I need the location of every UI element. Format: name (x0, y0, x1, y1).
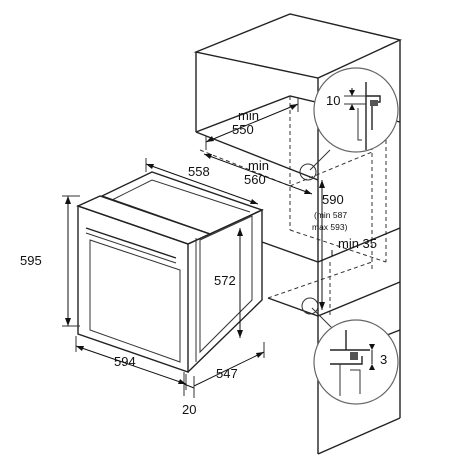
detail-bottom-marker (301, 297, 319, 315)
arrowheads (65, 104, 325, 384)
detail-top-leader (309, 149, 331, 171)
detail-top-screw (370, 100, 378, 106)
arrow-558-right (250, 199, 258, 204)
label-550-min: min (238, 108, 259, 123)
cabinet-bottom-edge (317, 417, 401, 455)
arrow-590-top (319, 180, 325, 188)
arrow-558-left (146, 164, 154, 169)
cabinet (193, 13, 403, 455)
arrow-547-right (256, 352, 264, 358)
cabinet-lower-shelf (267, 281, 401, 317)
detail-bottom-arrow-bottom (369, 364, 375, 370)
detail-bottom-panel-2 (350, 369, 361, 394)
dim-558-line (145, 163, 259, 205)
cabinet-niche-base-dashed-2 (267, 261, 373, 299)
label-594: 594 (114, 354, 136, 369)
dim-594-line (75, 345, 187, 385)
label-550-value: 550 (232, 122, 254, 137)
arrow-550-left (206, 136, 214, 142)
detail-bottom (301, 297, 399, 405)
arrow-590-bottom (319, 302, 325, 310)
dim-20-line (183, 383, 195, 389)
label-20: 20 (182, 402, 196, 417)
oven-side-trim (199, 215, 253, 354)
label-590-range-2: max 593) (312, 222, 348, 232)
oven-side (187, 208, 263, 373)
detail-top-circle (313, 67, 399, 153)
dimension-labels: min 550 min 560 558 590 (min 587 max 593… (20, 93, 387, 417)
oven (76, 171, 264, 373)
detail-bottom-circle (313, 319, 399, 405)
oven-door-window (89, 239, 181, 363)
label-547: 547 (216, 366, 238, 381)
cabinet-top-face (193, 13, 403, 79)
detail-top-marker (299, 163, 317, 181)
arrow-595-top (65, 196, 71, 204)
arrow-572-bottom (237, 330, 243, 338)
arrow-595-bottom (65, 318, 71, 326)
label-595: 595 (20, 253, 42, 268)
label-min-35: min 35 (338, 236, 377, 251)
label-560-min: min (248, 158, 269, 173)
label-558: 558 (188, 164, 210, 179)
label-590-range-1: (min 587 (314, 210, 347, 220)
cabinet-niche-floor-dashed-2 (289, 151, 373, 187)
label-560-value: 560 (244, 172, 266, 187)
arrow-560-left (204, 154, 212, 159)
arrow-594-right (178, 379, 186, 384)
dim-560-line (203, 153, 313, 195)
dim-547-line (193, 351, 265, 387)
label-590: 590 (322, 192, 344, 207)
detail-bottom-screw (350, 352, 358, 360)
dimension-lines (62, 98, 333, 398)
dim-550-line (205, 103, 299, 143)
detail-bottom-oven-edge (330, 356, 363, 365)
arrow-550-right (290, 104, 298, 110)
label-detail-3: 3 (380, 352, 387, 367)
oven-top-inner (111, 179, 251, 213)
detail-top-arrow-down (349, 90, 355, 96)
oven-handle (85, 227, 177, 259)
detail-top-arrow-up (349, 104, 355, 110)
arrow-572-top (237, 228, 243, 236)
label-572: 572 (214, 273, 236, 288)
arrow-560-right (304, 189, 312, 194)
arrow-594-left (76, 346, 84, 351)
detail-top (299, 67, 399, 181)
detail-top-panel (357, 108, 362, 141)
label-detail-10: 10 (326, 93, 340, 108)
oven-handle-lower (85, 232, 177, 264)
detail-top-trim (366, 95, 381, 130)
cabinet-upper-shelf-front (195, 131, 319, 181)
cabinet-niche-base-dashed (289, 229, 387, 263)
cabinet-middle-shelf (261, 227, 401, 263)
detail-bottom-arrow-top (369, 344, 375, 350)
